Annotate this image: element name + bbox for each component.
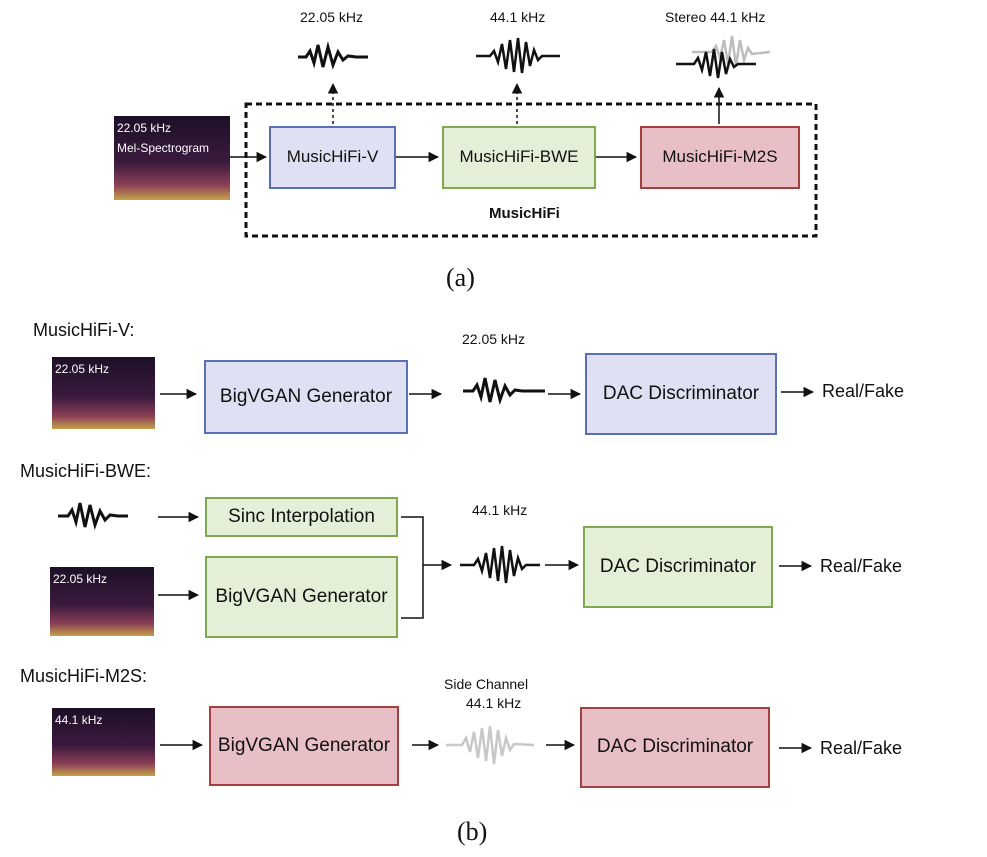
output-rate-m2s: Stereo 44.1 kHz <box>665 9 766 25</box>
waveform-44k-bwe <box>460 545 540 584</box>
dac-discriminator-bwe: DAC Discriminator <box>583 526 773 608</box>
wave-rate-bwe: 44.1 kHz <box>472 502 528 518</box>
wave-label-side-channel: Side Channel <box>444 676 529 692</box>
spectrogram-bwe-rate: 22.05 kHz <box>53 572 108 586</box>
bigvgan-generator-bwe: BigVGAN Generator <box>205 556 398 638</box>
waveform-side-a <box>692 35 771 67</box>
section-title-v: MusicHiFi-V: <box>33 320 135 340</box>
spectrogram-m2s: 44.1 kHz <box>52 708 155 776</box>
waveform-side-m2s <box>446 725 535 765</box>
spectrogram-bwe: 22.05 kHz <box>50 567 154 636</box>
caption-a: (a) <box>446 263 475 292</box>
mel-spectrogram-image: 22.05 kHz Mel-Spectrogram <box>114 116 230 200</box>
system-border <box>244 102 818 238</box>
waveform-22k-v <box>463 377 545 406</box>
section-title-m2s: MusicHiFi-M2S: <box>20 666 148 686</box>
output-rate-v: 22.05 kHz <box>300 9 364 25</box>
waveform-mid-a <box>676 48 756 79</box>
output-real-fake-m2s: Real/Fake <box>820 738 903 758</box>
system-label: MusicHiFi <box>489 205 560 222</box>
waveform-44k-a <box>476 37 560 74</box>
stage-musichifi-v: MusicHiFi-V <box>269 126 396 189</box>
spectrogram-v-rate: 22.05 kHz <box>55 362 110 376</box>
sinc-interpolation: Sinc Interpolation <box>205 497 398 537</box>
waveform-22k-bwe <box>58 502 128 531</box>
spectrogram-m2s-rate: 44.1 kHz <box>55 713 103 727</box>
bracket-merge <box>401 516 424 619</box>
caption-b: (b) <box>457 817 488 846</box>
output-real-fake-v: Real/Fake <box>822 381 905 401</box>
section-title-bwe: MusicHiFi-BWE: <box>20 461 151 481</box>
bigvgan-generator-m2s: BigVGAN Generator <box>209 706 399 786</box>
dac-discriminator-v: DAC Discriminator <box>585 353 777 435</box>
stage-musichifi-m2s: MusicHiFi-M2S <box>640 126 800 189</box>
mel-rate-label: 22.05 kHz <box>117 121 172 135</box>
output-real-fake-bwe: Real/Fake <box>820 556 903 576</box>
mel-spectrogram-label: Mel-Spectrogram <box>117 141 210 155</box>
bigvgan-generator-v: BigVGAN Generator <box>204 360 408 434</box>
wave-rate-v: 22.05 kHz <box>462 331 526 347</box>
stage-musichifi-bwe: MusicHiFi-BWE <box>442 126 596 189</box>
wave-rate-m2s: 44.1 kHz <box>466 695 522 711</box>
output-rate-bwe: 44.1 kHz <box>490 9 546 25</box>
waveform-22k-a <box>298 41 368 70</box>
dac-discriminator-m2s: DAC Discriminator <box>580 707 770 788</box>
spectrogram-v: 22.05 kHz <box>52 357 155 429</box>
